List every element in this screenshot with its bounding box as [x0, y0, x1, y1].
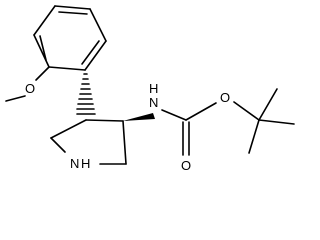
tert-butyl-group — [233, 88, 295, 154]
ester-oxygen-label: O — [220, 90, 230, 105]
methoxy-oxygen-label: O — [25, 81, 35, 96]
methoxy-group: O — [5, 66, 50, 102]
benzene-bond — [33, 5, 56, 36]
ring-nh-hydrogen-label: H — [81, 156, 90, 171]
carbonyl-ester-o-bond — [185, 102, 217, 121]
benzene-ring — [33, 5, 107, 71]
ring-nitrogen-label: N — [70, 156, 79, 171]
benzene-bond — [48, 66, 86, 71]
benzene-double-bond — [81, 40, 100, 65]
benzene-bond — [33, 34, 50, 68]
ring-bond — [122, 120, 127, 165]
aryl-o-bond — [35, 66, 50, 81]
carbamate-nitrogen-label: N — [149, 95, 158, 110]
methyl-bond — [248, 119, 260, 154]
benzene-bond — [54, 5, 91, 10]
ring-bond — [85, 119, 124, 122]
methyl-bond — [258, 119, 295, 125]
methyl-bond — [258, 88, 278, 121]
benzene-double-bond — [58, 11, 88, 15]
solid-wedge-bond — [123, 113, 155, 121]
benzene-double-bond — [39, 35, 47, 61]
carbamate-nh-hydrogen-label: H — [149, 81, 158, 96]
benzene-bond — [89, 8, 107, 42]
benzene-bond — [84, 40, 107, 71]
hashed-wedge-bond — [76, 73, 96, 115]
ring-bond — [50, 137, 66, 153]
o-quaternary-carbon-bond — [233, 101, 260, 121]
o-methyl-bond — [5, 95, 26, 102]
molecule-diagram: O N H N H O O — [5, 5, 295, 173]
pyrrolidine-ring: N H — [50, 119, 127, 171]
n-carbonyl-bond — [161, 109, 187, 121]
carbonyl-oxygen-label: O — [181, 158, 191, 173]
ring-bond — [50, 119, 87, 139]
